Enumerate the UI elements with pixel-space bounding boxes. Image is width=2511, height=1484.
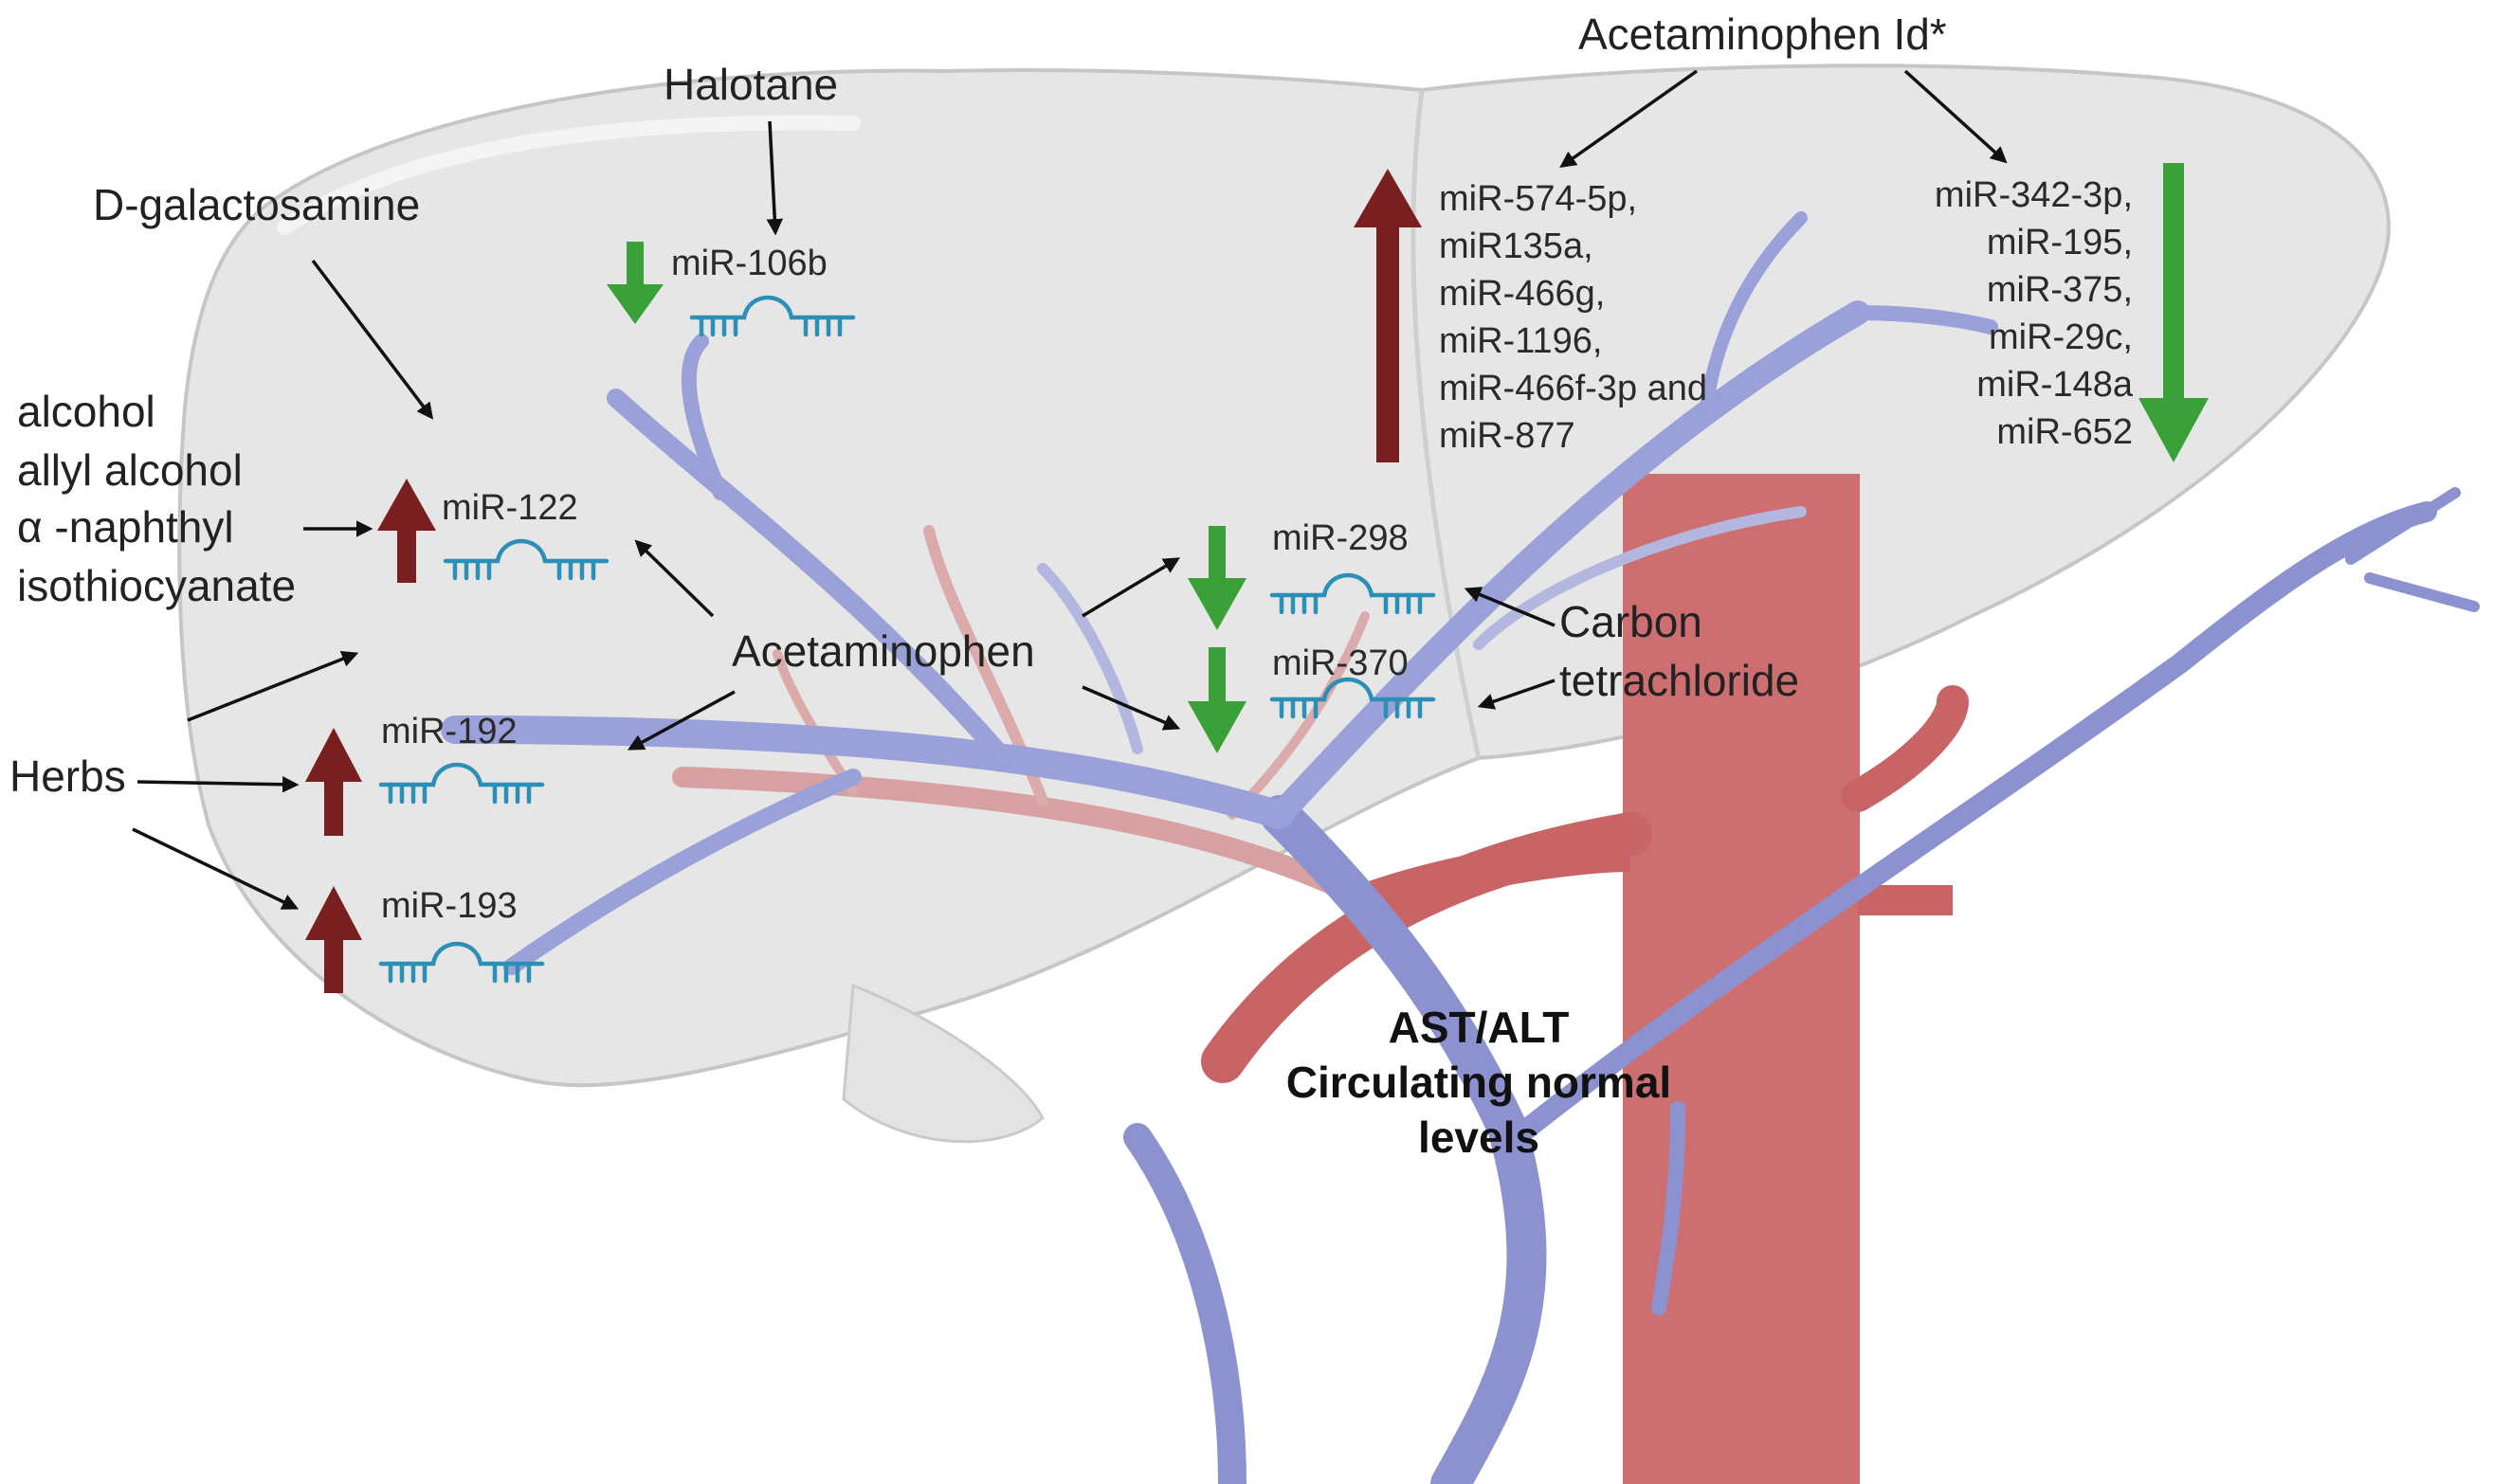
rna-icon <box>1269 677 1436 719</box>
rna-icon <box>378 762 545 805</box>
ast-alt-label: AST/ALT <box>1389 1003 1570 1052</box>
naphthyl-label: α -naphthyl <box>17 502 234 552</box>
rna-icon <box>689 295 856 337</box>
halotane-label: Halotane <box>664 60 838 109</box>
up-arrow-icon <box>377 479 436 583</box>
carbon-label: Carbon <box>1559 597 1702 646</box>
up-arrow-icon <box>305 886 362 993</box>
down-regulated-list: miR-342-3p, miR-195, miR-375, miR-29c, m… <box>1935 175 2134 452</box>
levels-label: levels <box>1418 1113 1539 1162</box>
circulating-normal-label: Circulating normal <box>1286 1058 1671 1107</box>
d-galactosamine-label: D-galactosamine <box>93 180 420 229</box>
down-list-item: miR-375, <box>1987 270 2133 310</box>
up-arrow-icon <box>305 728 362 836</box>
mir-298-label: miR-298 <box>1272 518 1409 558</box>
down-arrow-icon <box>607 242 664 324</box>
up-regulated-list: miR-574-5p, miR135a, miR-466g, miR-1196,… <box>1439 179 1707 456</box>
down-arrow-icon <box>2138 163 2209 462</box>
mir-106b-label: miR-106b <box>671 244 828 283</box>
up-arrow-icon <box>1354 169 1422 462</box>
up-list-item: miR-466f-3p and <box>1439 369 1707 408</box>
pointer-arrows <box>132 69 2008 910</box>
tetrachloride-label: tetrachloride <box>1559 656 1799 705</box>
rna-icon <box>1269 572 1436 615</box>
herbs-label: Herbs <box>9 751 126 801</box>
mir-122-label: miR-122 <box>442 488 578 528</box>
down-list-item: miR-195, <box>1987 223 2133 262</box>
acetaminophen-id-label: Acetaminophen Id* <box>1578 9 1947 59</box>
allyl-alcohol-label: allyl alcohol <box>17 445 243 495</box>
mir-370-label: miR-370 <box>1272 643 1409 683</box>
rna-icon <box>378 941 545 984</box>
hepatic-veins <box>441 211 2480 1484</box>
down-arrow-icon <box>1188 647 1246 753</box>
down-list-item: miR-29c, <box>1989 317 2133 357</box>
rna-icon <box>443 538 610 581</box>
down-arrow-icon <box>1188 526 1246 630</box>
down-list-item: miR-148a <box>1976 365 2134 405</box>
up-list-item: miR-466g, <box>1439 274 1605 314</box>
up-list-item: miR-574-5p, <box>1439 179 1637 219</box>
mir-193-label: miR-193 <box>381 886 518 926</box>
down-list-item: miR-342-3p, <box>1935 175 2133 215</box>
up-list-item: miR-877 <box>1439 416 1575 456</box>
acetaminophen-label: Acetaminophen <box>732 626 1035 676</box>
up-list-item: miR135a, <box>1439 226 1593 266</box>
mir-192-label: miR-192 <box>381 712 518 751</box>
alcohol-label: alcohol <box>17 387 155 436</box>
down-list-item: miR-652 <box>1996 412 2133 452</box>
up-list-item: miR-1196, <box>1439 321 1602 361</box>
isothiocyanate-label: isothiocyanate <box>17 561 296 610</box>
